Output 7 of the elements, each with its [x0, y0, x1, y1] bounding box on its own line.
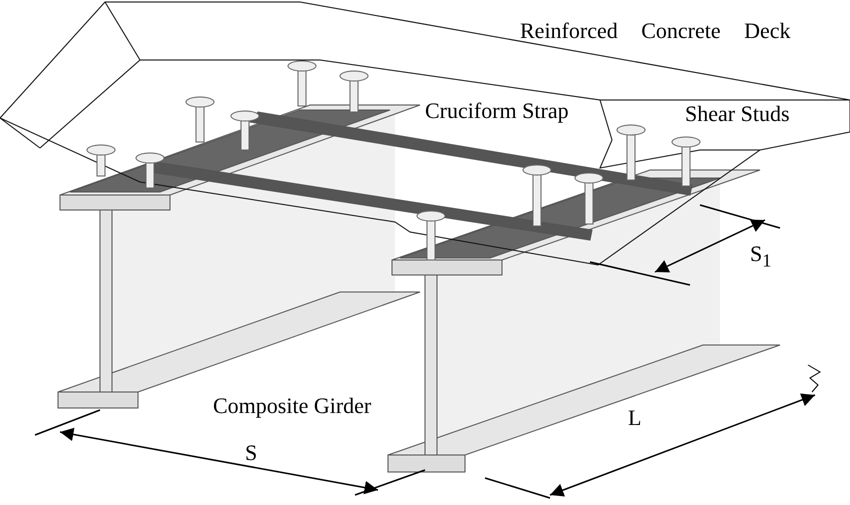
part-label: Shear Studs [685, 103, 790, 125]
part-label: S [245, 442, 258, 464]
part-label: Reinforced Concrete Deck [520, 20, 791, 42]
part-label: S$_{1}$ [750, 243, 772, 270]
part-label: Composite Girder [213, 395, 372, 417]
part-label: Cruciform Strap [425, 100, 569, 122]
part-label: L [628, 407, 642, 429]
